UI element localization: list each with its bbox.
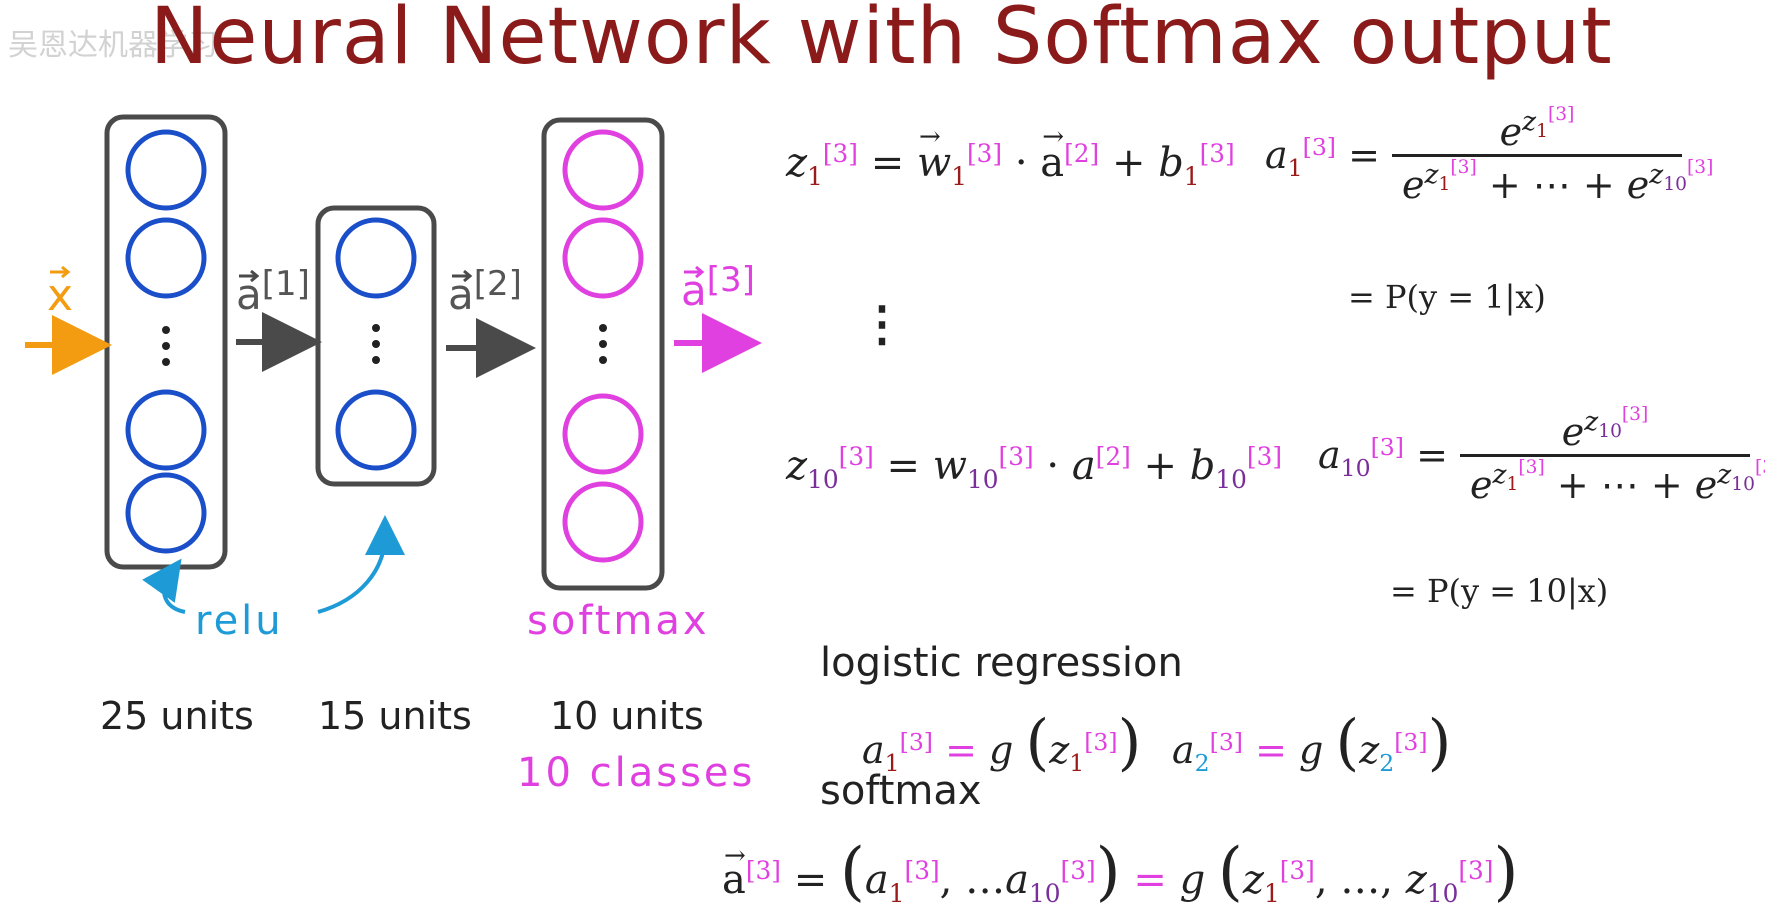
layer3-neuron xyxy=(562,393,644,475)
a10-softmax-equation: a10[3] = ez10[3] ez1[3] + ⋯ + ez10[3] xyxy=(1318,404,1765,507)
a2-superscript: [2] xyxy=(473,264,522,304)
softmax-vector-equation: →a[3] = (a1[3], …a10[3]) = g (z1[3], …, … xyxy=(722,835,1519,909)
vector-marks xyxy=(50,265,705,283)
hidden1-activation-label: a[1] xyxy=(236,264,310,319)
a1-symbol: a xyxy=(236,270,262,319)
layer2-units-label: 15 units xyxy=(318,694,472,738)
slide-title: Neural Network with Softmax output xyxy=(150,0,1613,82)
layer3-box xyxy=(541,117,665,591)
a3-symbol: a xyxy=(681,266,707,315)
softmax-annotation: softmax xyxy=(527,598,710,644)
a3-superscript: [3] xyxy=(706,260,755,300)
a1-fraction: ez1[3] ez1[3] + ⋯ + ez10[3] xyxy=(1392,104,1713,207)
vertical-ellipsis: ⋮ xyxy=(858,296,906,352)
logistic-heading: logistic regression xyxy=(820,640,1183,686)
softmax-heading: softmax xyxy=(820,768,982,814)
layer3-neuron xyxy=(562,217,644,299)
a1-softmax-equation: a1[3] = ez1[3] ez1[3] + ⋯ + ez10[3] xyxy=(1265,104,1714,207)
layer1-ellipsis xyxy=(162,326,170,366)
a1-superscript: [1] xyxy=(261,264,310,304)
hidden2-activation-label: a[2] xyxy=(448,264,522,319)
logistic-a1-equation: a1[3] = g (z1[3]) xyxy=(862,708,1142,778)
z1-equation: z1[3] = →w1[3] · →a[2] + b1[3] xyxy=(786,122,1235,191)
layer3-classes-label: 10 classes xyxy=(517,750,756,796)
output-activation-label: a[3] xyxy=(681,260,755,315)
watermark: 吴恩达机器学习 xyxy=(8,28,218,63)
a2-symbol: a xyxy=(448,270,474,319)
relu-arrow-layer2 xyxy=(317,515,405,614)
layer1-neuron xyxy=(125,389,207,471)
layer2-ellipsis xyxy=(372,324,380,364)
layer1-units-label: 25 units xyxy=(100,694,254,738)
layer3-ellipsis xyxy=(599,324,607,364)
p10-equation: = P(y = 10|x) xyxy=(1390,572,1609,610)
layer1-neuron xyxy=(125,472,207,554)
relu-arrow-layer1 xyxy=(142,558,186,614)
logistic-a2-equation: a2[3] = g (z2[3]) xyxy=(1172,708,1452,778)
layer1-neuron xyxy=(125,217,207,299)
layer2-neuron xyxy=(335,389,417,471)
z10-equation: z10[3] = w10[3] · a[2] + b10[3] xyxy=(786,442,1283,494)
layer3-neuron xyxy=(562,481,644,563)
layer1-neuron xyxy=(125,129,207,211)
a10-fraction: ez10[3] ez1[3] + ⋯ + ez10[3] xyxy=(1460,404,1765,507)
input-label: x xyxy=(47,270,74,321)
p1-equation: = P(y = 1|x) xyxy=(1348,278,1546,316)
layer3-units-label: 10 units xyxy=(550,694,704,738)
layer2-neuron xyxy=(335,217,417,299)
relu-annotation: relu xyxy=(195,598,284,644)
layer3-neuron xyxy=(562,129,644,211)
